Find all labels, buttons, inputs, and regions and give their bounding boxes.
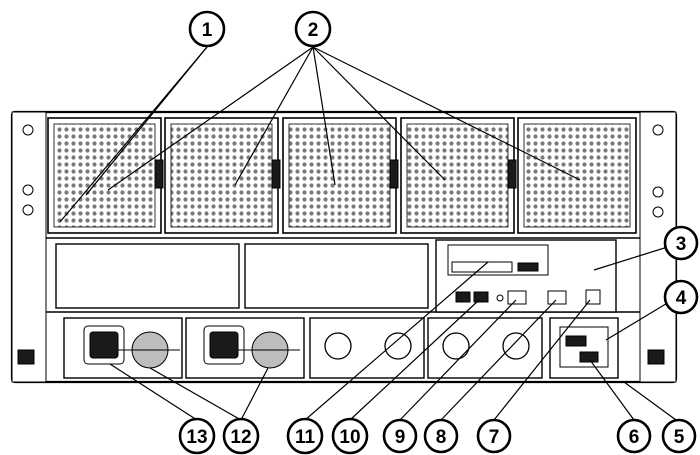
network-port-a: [565, 335, 587, 347]
callouts: 1 2 3 4 5 6 7 8: [178, 10, 699, 455]
callout-4: 4: [663, 279, 699, 315]
fan-5-grille: [523, 123, 631, 228]
callout-11: 11: [286, 417, 324, 455]
callout-10-label: 10: [339, 427, 360, 448]
knockout-4: [502, 332, 530, 360]
network-port-b: [579, 351, 599, 363]
middle-bay: [55, 239, 617, 313]
callout-12: 12: [222, 417, 260, 455]
power-supply-2-inlet: [209, 331, 239, 359]
callout-7-label: 7: [489, 427, 500, 448]
knockout-2: [384, 332, 412, 360]
fan-3-grille: [288, 123, 391, 228]
callout-13: 13: [178, 417, 216, 455]
pci-slot-connector: [517, 262, 539, 272]
fan-4-grille: [406, 123, 509, 228]
leader-lines: [59, 46, 677, 421]
knockout-1: [324, 332, 352, 360]
callout-1: 1: [188, 10, 226, 48]
usb-port-a: [455, 291, 471, 303]
callout-6-label: 6: [629, 427, 640, 448]
callout-2: 2: [294, 10, 332, 48]
callout-12-label: 12: [230, 427, 251, 448]
callout-5: 5: [661, 418, 697, 454]
right-screw-low: [652, 206, 664, 218]
callout-7: 7: [476, 418, 512, 454]
right-screw-top: [652, 124, 664, 136]
callout-6: 6: [616, 418, 652, 454]
callout-5-label: 5: [674, 427, 685, 448]
usb-port-b: [473, 291, 489, 303]
fan-3-handle: [389, 159, 399, 189]
callout-8: 8: [423, 418, 459, 454]
fan-1-handle: [154, 159, 164, 189]
callout-4-label: 4: [676, 288, 687, 309]
callout-8-label: 8: [436, 427, 447, 448]
left-screw-top: [22, 124, 34, 136]
fan-row: [47, 117, 637, 234]
blank-panel-left: [55, 243, 240, 309]
blank-panel-center: [244, 243, 429, 309]
callout-9: 9: [382, 418, 418, 454]
callout-9-label: 9: [395, 427, 406, 448]
callout-10: 10: [331, 417, 369, 455]
serial-port: [547, 290, 567, 305]
video-port: [507, 290, 527, 305]
fan-2-grille: [170, 123, 273, 228]
left-rail: [11, 111, 47, 383]
power-supply-1-inlet: [89, 331, 119, 359]
fan-4-handle: [507, 159, 517, 189]
callout-11-label: 11: [295, 427, 316, 448]
right-latch: [647, 349, 665, 365]
knockout-3: [442, 332, 470, 360]
fan-2-handle: [271, 159, 281, 189]
uid-led: [496, 294, 504, 302]
left-screw-low: [22, 204, 34, 216]
callout-2-label: 2: [308, 20, 319, 41]
right-screw-mid: [652, 186, 664, 198]
left-latch: [17, 349, 35, 365]
callout-3-label: 3: [676, 234, 687, 255]
callout-1-label: 1: [202, 20, 213, 41]
callout-13-label: 13: [186, 427, 207, 448]
callout-3: 3: [663, 225, 699, 261]
left-screw-mid: [22, 184, 34, 196]
